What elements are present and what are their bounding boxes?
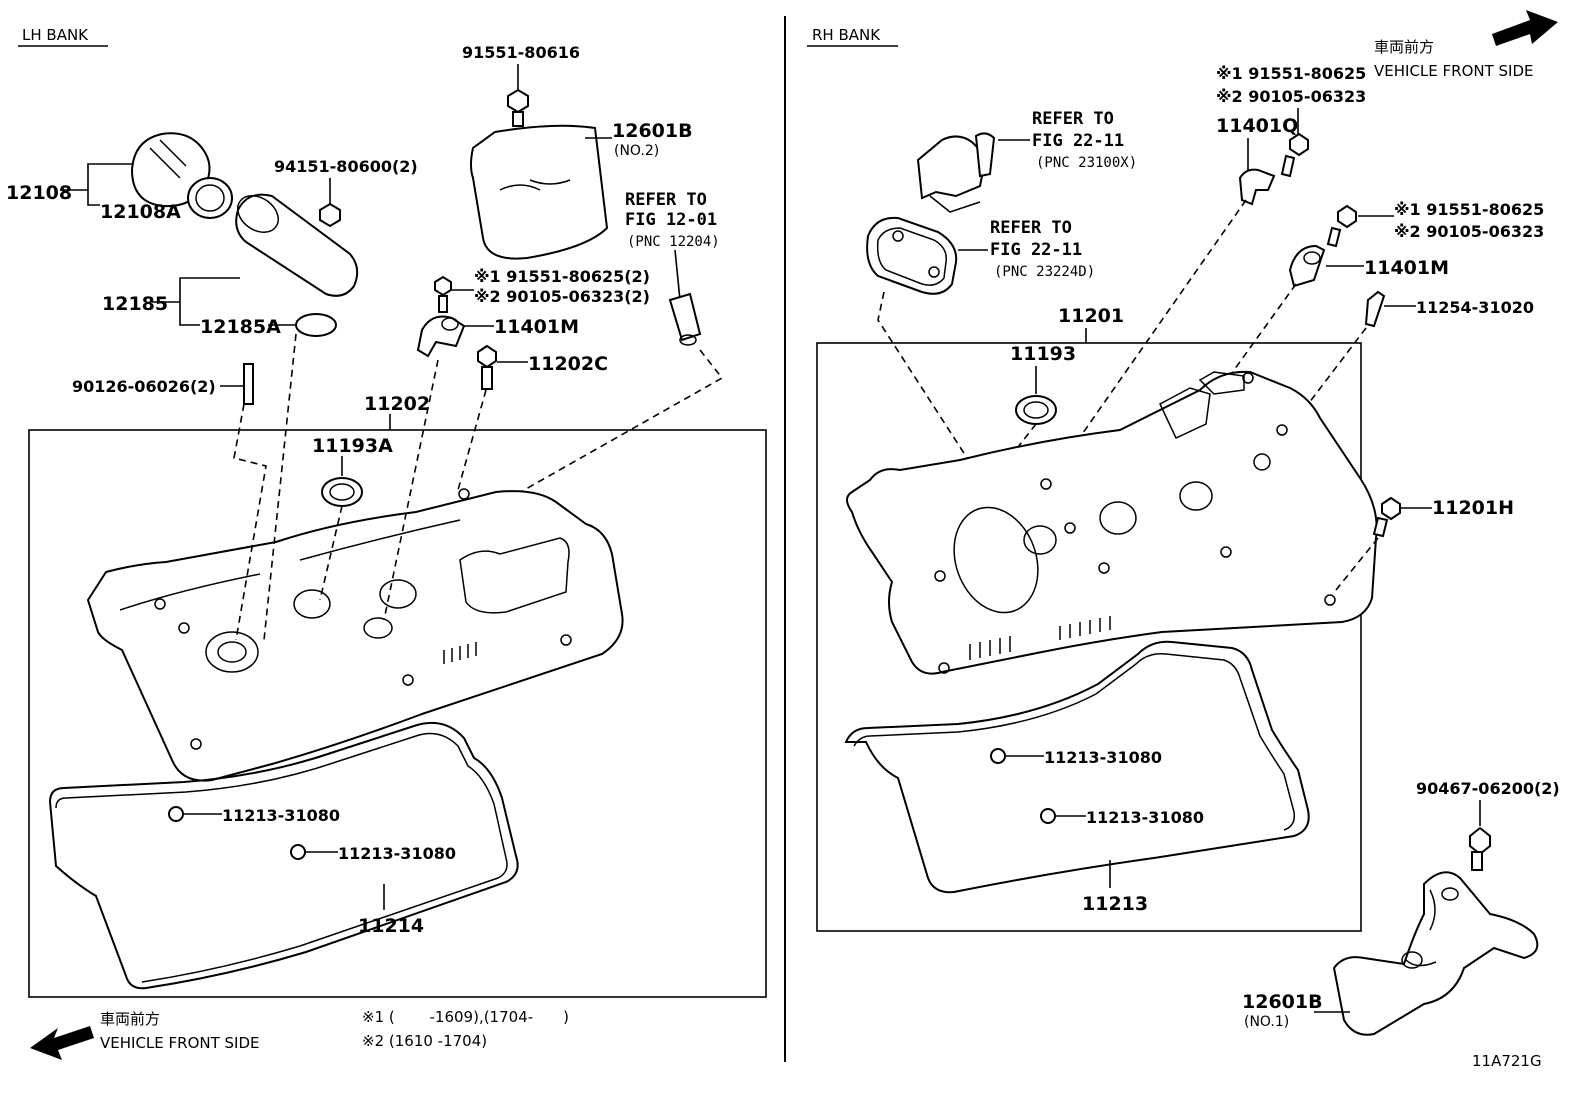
engine-cover-12601b-no2: [470, 124, 609, 260]
dash-stud: [233, 403, 267, 641]
clip-90467: [1469, 826, 1491, 871]
label-90467: 90467-06200(2): [1416, 779, 1560, 798]
refer-fig-12-01: FIG 12-01: [625, 210, 717, 230]
figure-code: 11A721G: [1472, 1052, 1542, 1070]
label-12601b-no2-sub: (NO.2): [614, 143, 659, 159]
label-90105-06323-top: ※2 90105-06323: [1216, 87, 1366, 106]
oil-filler-pipe-12185: [235, 193, 359, 297]
label-11214: 11214: [358, 915, 424, 937]
leader-12108: [60, 163, 132, 206]
gasket-11214: [48, 722, 519, 990]
grommet-11213-lh-b: [290, 844, 306, 860]
refer-fig-23100x: FIG 22-11: [1032, 131, 1124, 151]
label-91551-80625-mid: ※1 91551-80625: [1394, 200, 1544, 219]
vehicle-front-jp-lh: 車両前方: [100, 1010, 160, 1028]
label-94151: 94151-80600(2): [274, 157, 418, 176]
label-11213-rh-b: 11213-31080: [1086, 808, 1204, 827]
bolt-11201h: [1372, 496, 1401, 538]
refer-fig-23224d: FIG 22-11: [990, 240, 1082, 260]
label-11213-lh-b: 11213-31080: [338, 844, 456, 863]
stud-90126: [243, 363, 254, 405]
pcv-valve: [668, 249, 702, 346]
gasket-plate-23224d: [866, 216, 958, 295]
label-11193: 11193: [1010, 343, 1076, 365]
pcv-dash-line: [509, 349, 724, 499]
grommet-11213-rh-a: [990, 748, 1006, 764]
gasket-12185a: [295, 313, 337, 337]
seal-11193a: [321, 477, 363, 507]
gasket-ring-12108a: [187, 177, 233, 219]
lh-cover-frame: [28, 429, 767, 998]
bolt-91551-80625-2: [434, 275, 452, 313]
grommet-11213-rh-b: [1040, 808, 1056, 824]
label-11254: 11254-31020: [1416, 298, 1534, 317]
refer-title-23100x: REFER TO: [1032, 109, 1114, 129]
label-91551-80625-top: ※1 91551-80625: [1216, 64, 1366, 83]
bolt-91551-80625-top: [1280, 132, 1309, 178]
vehicle-front-arrow-rh: [1492, 10, 1558, 46]
label-11213-rh-a: 11213-31080: [1044, 748, 1162, 767]
nut-94151: [319, 202, 341, 228]
label-11193a: 11193A: [312, 435, 393, 457]
engine-cover-bracket-12601b-no1: [1332, 871, 1539, 1036]
footnote-1: ※1 ( -1609),(1704- ): [362, 1008, 569, 1026]
bolt-91551-80616: [507, 88, 529, 127]
label-11202: 11202: [364, 393, 430, 415]
cylinder-head-cover-rh: [846, 370, 1378, 675]
label-11401m-lh: 11401M: [494, 316, 579, 338]
label-11213-lh-a: 11213-31080: [222, 806, 340, 825]
lh-bank-title: LH BANK: [22, 26, 89, 44]
refer-pnc-23100x: (PNC 23100X): [1036, 155, 1137, 171]
label-11401q: 11401Q: [1216, 115, 1298, 137]
sensor-11401m-lh: [416, 315, 466, 358]
label-90105-06323-mid: ※2 90105-06323: [1394, 222, 1544, 241]
label-12108a: 12108A: [100, 201, 181, 223]
label-11201h: 11201H: [1432, 497, 1514, 519]
vacuum-switching-valve: [916, 132, 996, 213]
leader-12185: [152, 277, 240, 326]
refer-title-12-01: REFER TO: [625, 190, 707, 210]
label-12601b-no1: 12601B: [1242, 991, 1323, 1013]
gasket-11213-rh: [844, 640, 1310, 894]
dash-gasket-plate: [877, 291, 1021, 541]
bolt-91551-80625-mid: [1326, 204, 1357, 248]
label-12601b-no1-sub: (NO.1): [1244, 1014, 1289, 1030]
seal-11193: [1015, 395, 1057, 425]
vehicle-front-jp-rh: 車両前方: [1374, 38, 1434, 56]
label-90105-06323-2: ※2 90105-06323(2): [474, 287, 650, 306]
refer-title-23224d: REFER TO: [990, 218, 1072, 238]
dash-11401q: [1049, 199, 1247, 481]
refer-pnc-23224d: (PNC 23224D): [994, 264, 1095, 280]
vehicle-front-en-lh: VEHICLE FRONT SIDE: [100, 1034, 260, 1052]
vehicle-front-en-rh: VEHICLE FRONT SIDE: [1374, 62, 1534, 80]
bolt-11202c: [477, 344, 497, 390]
refer-pnc-12204: (PNC 12204): [627, 234, 720, 250]
sensor-11401q: [1238, 168, 1276, 206]
label-91551-80625-2: ※1 91551-80625(2): [474, 267, 650, 286]
label-12185a: 12185A: [200, 316, 281, 338]
vehicle-front-arrow-lh: [30, 1026, 94, 1060]
dash-seal: [319, 505, 343, 601]
label-12185: 12185: [102, 293, 168, 315]
dash-sensor: [383, 359, 439, 621]
stud-11254: [1364, 290, 1386, 328]
footnote-2: ※2 (1610 -1704): [362, 1032, 487, 1050]
sensor-11401m-rh: [1288, 244, 1326, 288]
cylinder-head-cover-lh: [86, 488, 624, 782]
rh-cover-frame: [816, 342, 1362, 932]
dash-bolt: [457, 389, 487, 491]
label-11202c: 11202C: [528, 353, 608, 375]
label-11201: 11201: [1058, 305, 1124, 327]
rh-bank-title: RH BANK: [812, 26, 881, 44]
label-91551-80616: 91551-80616: [462, 43, 580, 62]
label-11213: 11213: [1082, 893, 1148, 915]
label-12108: 12108: [6, 182, 72, 204]
label-90126: 90126-06026(2): [72, 377, 216, 396]
label-12601b-no2: 12601B: [612, 120, 693, 142]
label-11401m-rh: 11401M: [1364, 257, 1449, 279]
dash-pipe: [263, 333, 297, 641]
grommet-11213-lh-a: [168, 806, 184, 822]
